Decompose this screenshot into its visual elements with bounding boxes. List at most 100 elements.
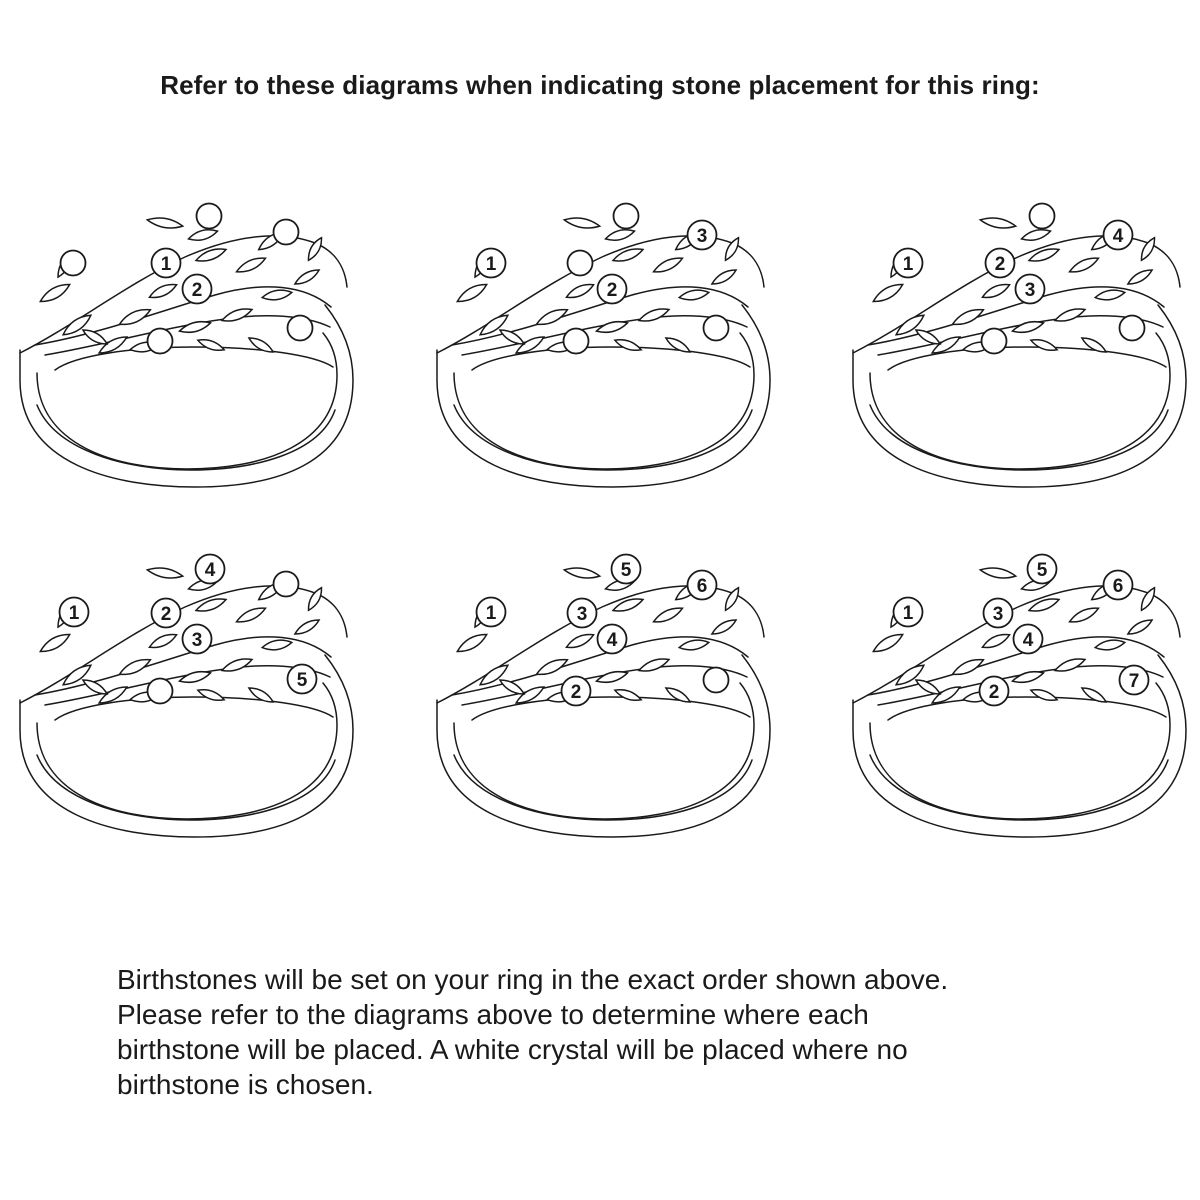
ring-band-outer — [852, 304, 1187, 488]
ring-band-inner — [869, 682, 1171, 820]
instructions-text: Birthstones will be set on your ring in … — [117, 962, 1117, 1102]
stone-number: 4 — [607, 630, 618, 651]
stone-circle — [475, 247, 507, 279]
vine-leaf — [1140, 236, 1156, 262]
stone-marker-6: 6 — [1102, 569, 1134, 601]
vine-leaf — [637, 658, 671, 672]
ring-drawing: 132 — [436, 202, 771, 488]
stone-number: 1 — [486, 603, 497, 624]
ring-drawing: 12 — [19, 202, 354, 488]
vine-leaf — [914, 679, 942, 695]
stone-marker-5: 5 — [610, 553, 642, 585]
vine-leaf — [293, 619, 321, 635]
vine-leaf — [1011, 670, 1045, 684]
vine-leaf — [118, 308, 152, 326]
vine-leaf — [514, 686, 546, 704]
vine-leaf — [611, 248, 645, 262]
ring-band-outer — [436, 654, 771, 838]
stone-number: 6 — [697, 576, 708, 597]
stone-circle — [984, 247, 1016, 279]
stone-circle — [980, 327, 1008, 355]
vine-stem — [436, 585, 765, 704]
stone-number: 6 — [1113, 576, 1124, 597]
stone-marker-4: 4 — [1102, 219, 1134, 251]
vine-leaf — [148, 283, 178, 299]
stone-number: 4 — [205, 560, 216, 581]
vine-leaf — [1053, 658, 1087, 672]
stone-number: 2 — [989, 682, 1000, 703]
vine-leaf — [981, 283, 1011, 299]
stone-circle — [150, 247, 182, 279]
stone-number: 3 — [577, 604, 588, 625]
stone-marker-4: 4 — [1012, 623, 1044, 655]
stone-number: 1 — [161, 254, 172, 275]
stone-marker-empty — [286, 314, 314, 342]
vine-leaf — [724, 586, 740, 612]
vine-leaf — [196, 339, 226, 351]
stone-marker-1: 1 — [892, 247, 924, 279]
stone-number: 7 — [1129, 671, 1140, 692]
stone-marker-empty — [980, 327, 1008, 355]
vine-leaf — [235, 607, 267, 623]
vine-leaf — [97, 336, 129, 354]
stone-marker-empty — [702, 314, 730, 342]
stone-circle — [181, 273, 213, 305]
vine-stem — [19, 235, 348, 354]
vine-leaf — [196, 689, 226, 701]
stone-number: 2 — [607, 280, 618, 301]
vine-leaf — [118, 658, 152, 676]
stone-number: 1 — [903, 603, 914, 624]
stone-circle — [286, 663, 318, 695]
vine-leaf — [187, 229, 219, 241]
instructions-line-2: Please refer to the diagrams above to de… — [117, 999, 869, 1030]
stone-circle — [181, 623, 213, 655]
vine-leaf — [1093, 639, 1127, 651]
vine-leaf — [724, 236, 740, 262]
vine-leaf — [260, 289, 294, 301]
vine-leaf — [307, 236, 323, 262]
stone-marker-4: 4 — [194, 553, 226, 585]
vine-leaf — [872, 283, 904, 303]
stone-marker-3: 3 — [1014, 273, 1046, 305]
ring-band-lower-edge — [36, 404, 336, 471]
stone-marker-empty — [1118, 314, 1146, 342]
vine-leaf — [514, 336, 546, 354]
ring-band-inner-edge — [54, 696, 334, 721]
ring-band-inner — [36, 682, 338, 820]
ring-band-outer — [436, 304, 771, 488]
vine-leaf — [930, 336, 962, 354]
stone-marker-6: 6 — [686, 569, 718, 601]
stone-circle — [1118, 314, 1146, 342]
stone-marker-2: 2 — [978, 675, 1010, 707]
stone-marker-4: 4 — [596, 623, 628, 655]
ring-band-inner-edge — [887, 346, 1167, 371]
vine-leaf — [1053, 308, 1087, 322]
stone-marker-empty — [59, 249, 87, 277]
stone-marker-3: 3 — [566, 597, 598, 629]
ring-band-inner-edge — [887, 696, 1167, 721]
stone-number: 3 — [192, 630, 203, 651]
vine-leaf — [235, 257, 267, 273]
vine-leaf — [1140, 586, 1156, 612]
stone-circle — [686, 569, 718, 601]
vine-stem — [852, 585, 1181, 704]
vine-leaf — [61, 314, 93, 336]
vine-leaf — [1080, 337, 1108, 353]
stone-marker-empty — [272, 218, 300, 246]
vine-leaf — [97, 686, 129, 704]
stone-circle — [1102, 569, 1134, 601]
vine-leaf — [247, 337, 275, 353]
vine-leaf — [1027, 248, 1061, 262]
vine-leaf — [1080, 687, 1108, 703]
vine-leaf — [613, 689, 643, 701]
vine-leaf — [148, 633, 178, 649]
vine-leaf — [535, 658, 569, 676]
vine-leaf — [1027, 598, 1061, 612]
stone-marker-empty — [702, 666, 730, 694]
stone-circle — [1028, 202, 1056, 230]
